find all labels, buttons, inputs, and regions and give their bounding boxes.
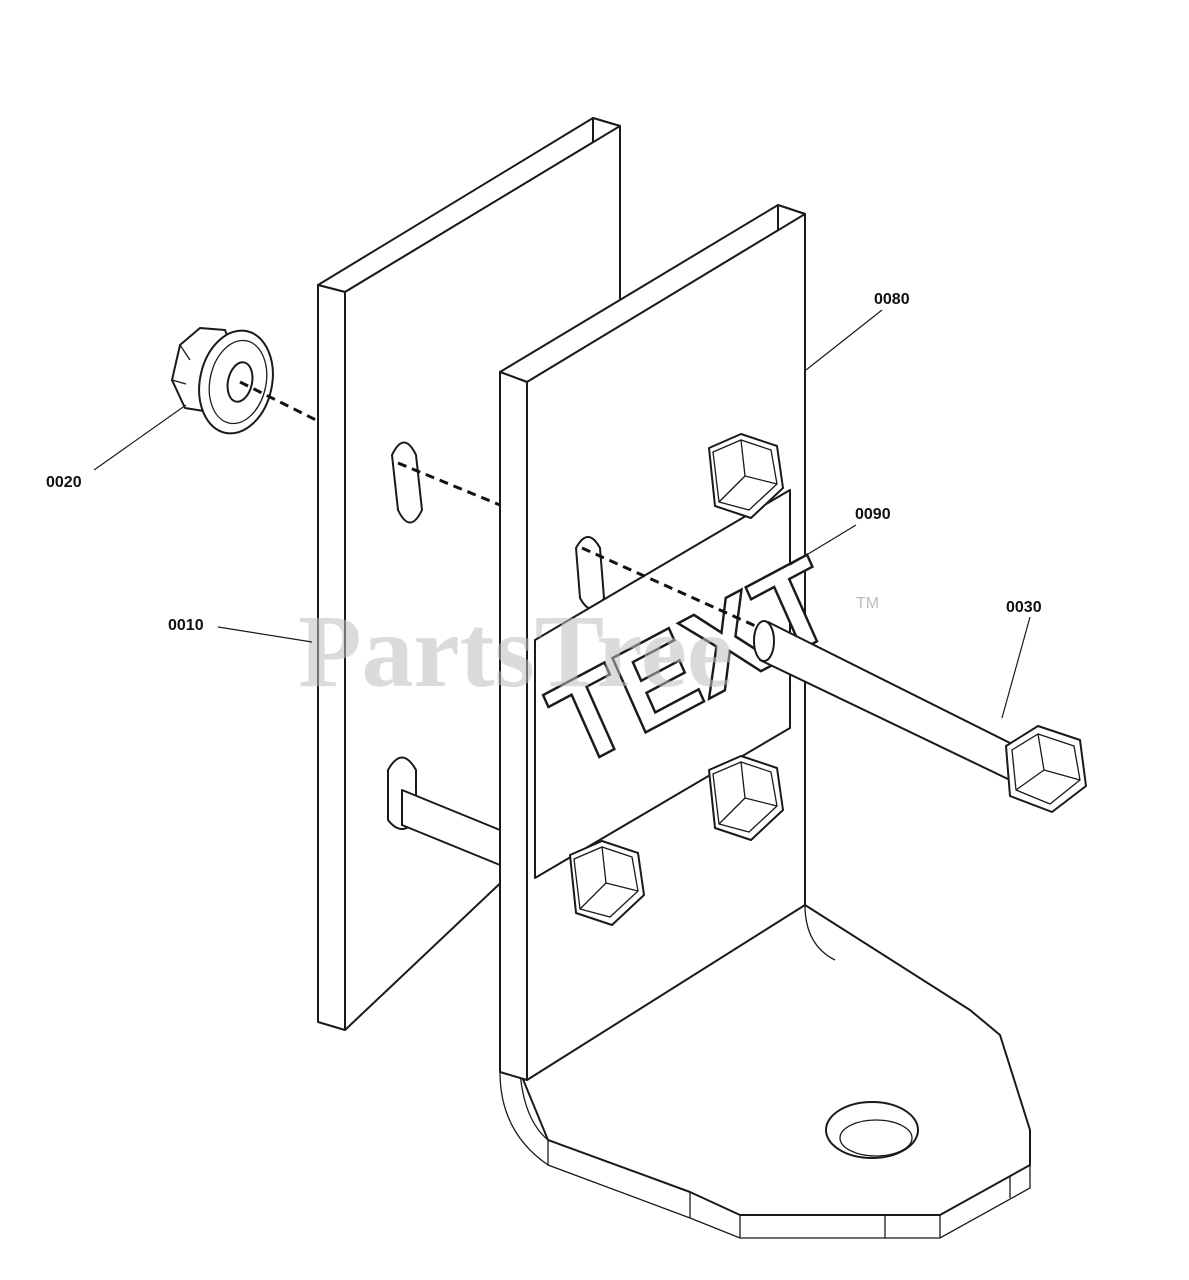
watermark-text: PartsTree <box>298 594 733 709</box>
bracket-bolt-heads <box>569 433 784 926</box>
label-0020: 0020 <box>46 474 82 491</box>
watermark-trademark: TM <box>856 595 879 612</box>
label-0080: 0080 <box>874 291 910 308</box>
flange-nut-0020 <box>171 327 274 435</box>
hex-bolt-head-icon <box>569 840 645 926</box>
hex-bolt-head-icon <box>708 433 784 519</box>
label-0030: 0030 <box>1006 599 1042 616</box>
leader-lines <box>93 309 1031 719</box>
assembly-lines <box>239 380 761 630</box>
lower-pin <box>401 789 501 866</box>
part-labels: 0020 0010 0030 0080 0090 <box>46 291 1042 634</box>
hex-bolt-head-icon <box>708 755 784 841</box>
bolt-0030 <box>753 620 1087 813</box>
watermark: PartsTree TM <box>298 594 879 709</box>
label-0010: 0010 <box>168 617 204 634</box>
label-0090: 0090 <box>855 506 891 523</box>
